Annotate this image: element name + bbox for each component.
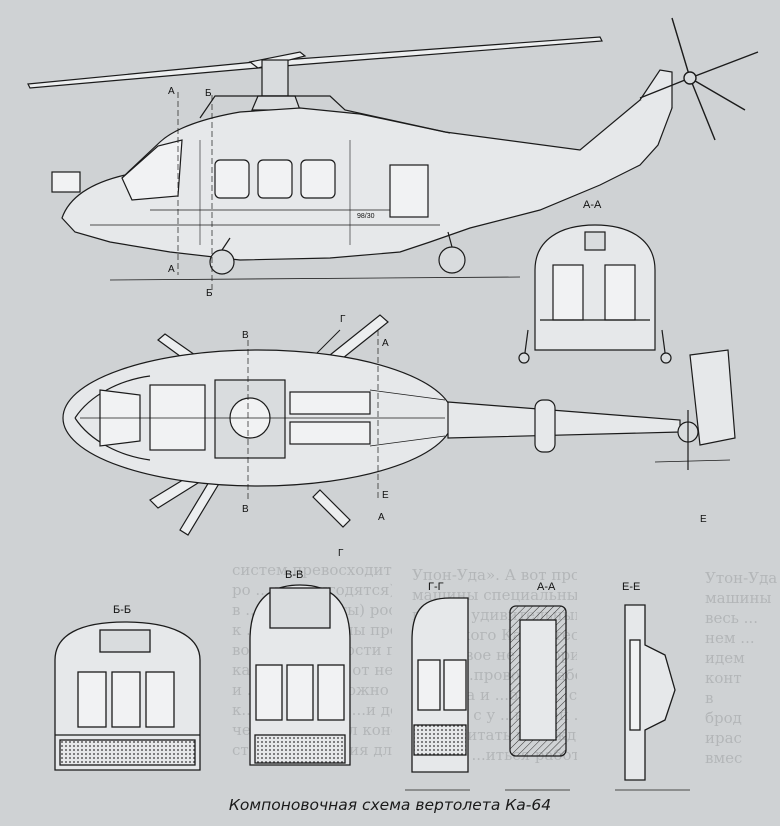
background-text-line: в (705, 689, 714, 707)
engine (289, 391, 371, 415)
section-mark: B (242, 330, 249, 341)
floor-fill (254, 734, 346, 764)
cockpit-glazing (121, 139, 183, 201)
engine-cowling (199, 95, 451, 134)
view-title: A-A (583, 199, 602, 211)
floor-fill (413, 724, 467, 756)
background-text-line: нем ... (705, 629, 755, 647)
section-mark: Г (340, 314, 346, 325)
plan-view (62, 314, 736, 536)
rotor-hub (261, 59, 289, 97)
background-text-line: Упон-Уда». А вот проектирование (412, 566, 577, 584)
seat (111, 671, 141, 728)
section-mark: Г (338, 548, 344, 559)
floor-fill (59, 739, 196, 766)
section-mark: Б (206, 288, 213, 299)
main-wheel (438, 246, 466, 274)
background-text-line: весь ... (705, 609, 758, 627)
seat (255, 664, 283, 721)
background-text-line: ирас (705, 729, 742, 747)
section-aa-view (518, 224, 672, 364)
background-text-line: идем (705, 649, 745, 667)
section-mark: A (168, 264, 175, 275)
plan-rotor-blade (312, 489, 351, 528)
side-view (27, 17, 759, 290)
seat (443, 659, 467, 711)
section-mark: A (382, 338, 389, 349)
view-title: Е-Е (622, 581, 640, 593)
section-mark: A (168, 86, 175, 97)
engine (289, 421, 371, 445)
fuselage-side (61, 95, 673, 261)
view-title: Б-Б (113, 604, 131, 616)
seat (145, 671, 175, 728)
tail-fin (639, 69, 673, 108)
nose-wheel (209, 249, 235, 275)
background-text-line: брод (705, 709, 742, 727)
background-text-line: конт (705, 669, 742, 687)
view-title: В-В (285, 569, 303, 581)
seat (286, 664, 314, 721)
seat (317, 664, 345, 721)
section-mark: B (242, 504, 249, 515)
background-text-column-3: Утон-Уда машины весь ... нем ... идем конт в бр… (705, 568, 780, 768)
tail-code: 98/30 (357, 213, 375, 220)
tail-fin-plan (689, 349, 736, 446)
view-title: Г-Г (428, 581, 444, 593)
section-gg-view (405, 597, 470, 791)
seat (604, 264, 636, 321)
cabin-door (389, 164, 429, 218)
section-mark: E (382, 490, 389, 501)
main-rotor-blade (27, 36, 603, 89)
plan-view-labels: B Г A B E A Г E (242, 314, 707, 559)
tail-rotor (639, 17, 759, 141)
side-view-labels: A Б A Б 98/30 (168, 86, 375, 299)
section-ee-view (615, 604, 690, 791)
section-vv-view (249, 584, 351, 766)
background-text-line: машины (705, 589, 772, 607)
section-bb-view (54, 621, 201, 771)
background-text-line: Утон-Уда (705, 569, 778, 587)
section-mark: Б (205, 88, 212, 99)
cabin-window (257, 159, 293, 199)
figure-caption: Компоновочная схема вертолета Ка-64 (228, 796, 552, 814)
plan-rotor-blade (329, 314, 389, 363)
cabin-window (214, 159, 250, 199)
seat (77, 671, 107, 728)
background-text-line: вмес (705, 749, 743, 767)
seat (552, 264, 584, 321)
section-mark: E (700, 514, 707, 525)
cabin-window (300, 159, 336, 199)
view-title: А-А (537, 581, 556, 593)
section-mark: A (378, 512, 385, 523)
background-text-line: систем превосходит потому сверх (232, 561, 392, 579)
section-aa2-view (505, 605, 570, 791)
ground-line (109, 276, 521, 281)
seat (417, 659, 441, 711)
tail-boom (447, 401, 681, 439)
stabilizer (534, 399, 556, 453)
